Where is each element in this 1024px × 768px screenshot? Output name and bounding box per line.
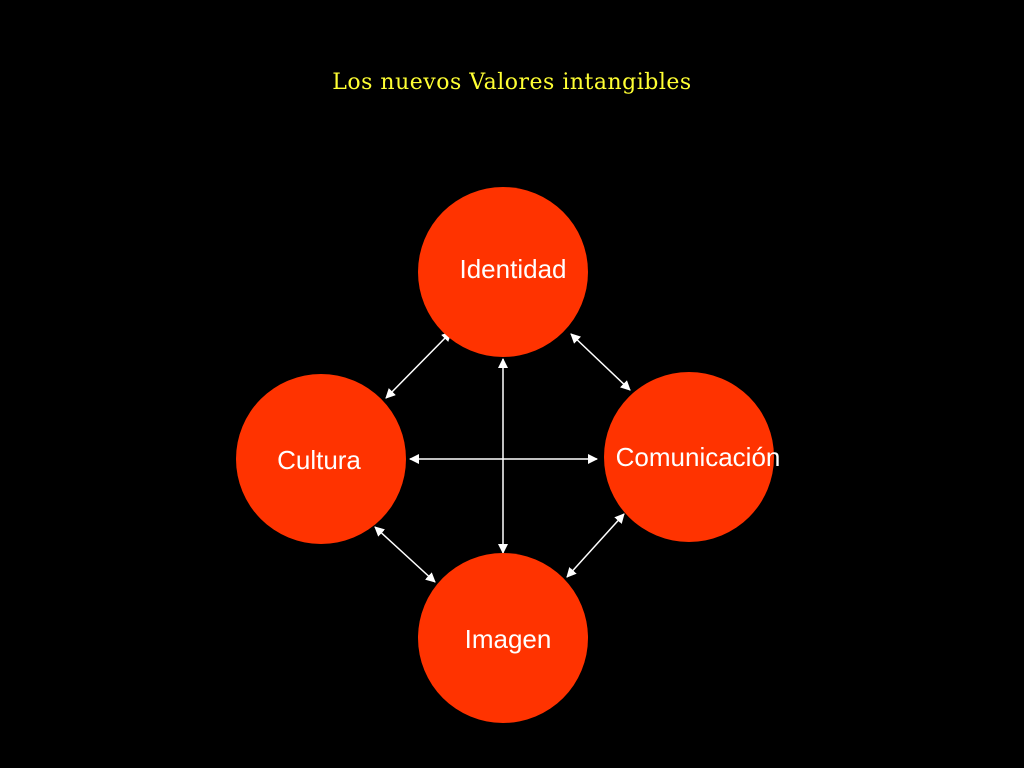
node-comunicacion-label: Comunicación	[616, 442, 781, 472]
arrow-comunicacion-imagen	[566, 513, 625, 578]
node-identidad: Identidad	[418, 187, 588, 357]
slide-title: Los nuevos Valores intangibles	[332, 70, 692, 95]
node-imagen-circle	[418, 553, 588, 723]
node-cultura: Cultura	[236, 374, 406, 544]
node-imagen: Imagen	[418, 553, 588, 723]
arrow-cultura-imagen	[374, 526, 436, 583]
node-cultura-label: Cultura	[277, 445, 361, 475]
node-identidad-circle	[418, 187, 588, 357]
node-imagen-label: Imagen	[465, 624, 552, 654]
connection-arrows	[374, 331, 631, 583]
node-comunicacion-circle	[604, 372, 774, 542]
arrow-identidad-cultura	[385, 331, 452, 399]
node-comunicacion: Comunicación	[604, 372, 780, 542]
node-identidad-label: Identidad	[460, 254, 567, 284]
arrow-identidad-comunicacion	[570, 333, 631, 391]
node-cultura-circle	[236, 374, 406, 544]
